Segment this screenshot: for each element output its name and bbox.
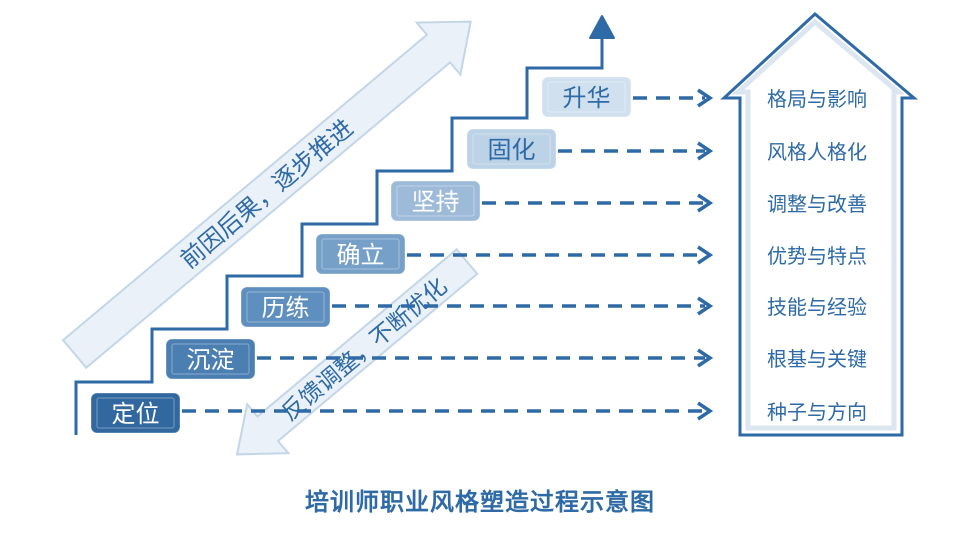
connector-arrowhead-icon bbox=[697, 141, 714, 161]
step-box-bg bbox=[240, 286, 331, 328]
step-box: 历练 bbox=[240, 286, 331, 328]
connector-arrowhead-icon bbox=[697, 348, 714, 368]
step-box-inner bbox=[396, 185, 475, 217]
step-box-inner bbox=[171, 343, 250, 375]
result-label: 风格人格化 bbox=[767, 140, 867, 164]
step-label: 坚持 bbox=[412, 188, 460, 216]
step-box: 沉淀 bbox=[165, 338, 256, 380]
connector-arrowhead-icon bbox=[697, 296, 714, 316]
step-label: 确立 bbox=[337, 241, 385, 269]
step-box-inner bbox=[246, 291, 325, 323]
result-label: 种子与方向 bbox=[767, 400, 867, 424]
step-box-inner bbox=[547, 81, 626, 113]
up-arrowhead-icon bbox=[589, 15, 615, 39]
step-box-bg bbox=[541, 76, 632, 118]
connector-arrowhead-icon bbox=[697, 245, 714, 265]
step-box-bg bbox=[390, 180, 481, 222]
house-arrow-inner bbox=[731, 18, 905, 431]
step-box: 固化 bbox=[466, 128, 557, 170]
step-label: 定位 bbox=[112, 400, 160, 428]
step-box-inner bbox=[472, 133, 551, 165]
results-list: 种子与方向 根基与关键 技能与经验 优势与特点 调整与改善 风格人格化 格局与影响 bbox=[767, 87, 867, 424]
step-box-bg bbox=[90, 392, 181, 434]
connector-arrowhead-icon bbox=[697, 88, 714, 108]
results-house-arrow bbox=[720, 11, 919, 437]
result-label: 优势与特点 bbox=[767, 244, 867, 268]
step-box: 升华 bbox=[541, 76, 632, 118]
stair-line bbox=[74, 34, 604, 435]
step-box-bg bbox=[315, 233, 406, 275]
step-box-bg bbox=[165, 338, 256, 380]
dashed-connectors bbox=[182, 88, 714, 421]
down-arrow-shape bbox=[235, 247, 479, 456]
step-box-inner bbox=[96, 397, 175, 429]
diagram-title: 培训师职业风格塑造过程示意图 bbox=[305, 488, 655, 516]
house-arrow-outer bbox=[720, 11, 919, 437]
step-box: 坚持 bbox=[390, 180, 481, 222]
step-box: 确立 bbox=[315, 233, 406, 275]
staircase-line bbox=[74, 15, 615, 435]
result-label: 格局与影响 bbox=[767, 87, 867, 111]
connector-arrowhead-icon bbox=[697, 401, 714, 421]
step-label: 历练 bbox=[262, 294, 310, 322]
step-box-bg bbox=[466, 128, 557, 170]
result-label: 技能与经验 bbox=[767, 295, 867, 319]
connector-arrowhead-icon bbox=[697, 193, 714, 213]
result-label: 根基与关键 bbox=[767, 347, 867, 371]
step-label: 升华 bbox=[563, 84, 611, 112]
step-label: 沉淀 bbox=[187, 346, 235, 374]
step-box-inner bbox=[321, 238, 400, 270]
up-arrow-shape bbox=[61, 20, 472, 370]
step-box: 定位 bbox=[90, 392, 181, 434]
step-label: 固化 bbox=[488, 136, 536, 164]
result-label: 调整与改善 bbox=[767, 192, 867, 216]
